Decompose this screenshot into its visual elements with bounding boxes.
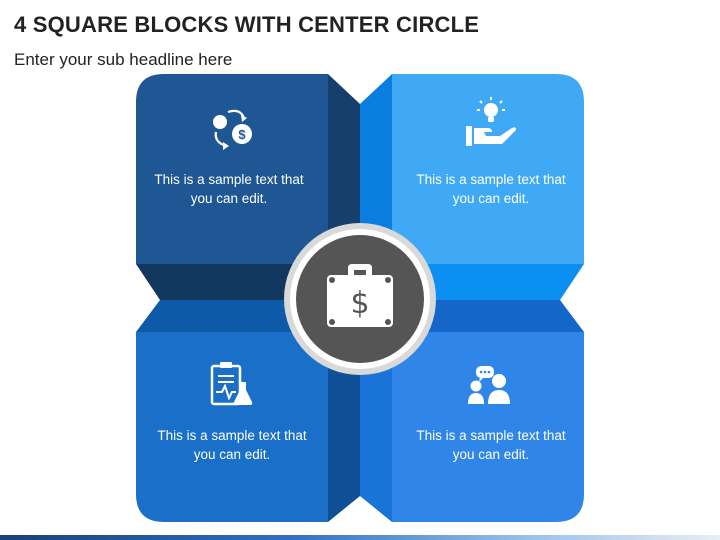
block-bottom-left-text: This is a sample text that you can edit. (157, 428, 307, 462)
clipboard-lab-icon (210, 362, 253, 406)
block-bottom-right-text: This is a sample text that you can edit. (416, 428, 566, 462)
block-top-right-text: This is a sample text that you can edit. (416, 172, 566, 206)
block-top-right (392, 74, 584, 264)
svg-text:$: $ (238, 127, 246, 142)
block-bottom-right (392, 332, 584, 522)
block-top-left (136, 74, 328, 264)
page-subtitle: Enter your sub headline here (14, 50, 233, 69)
block-bottom-left (136, 332, 328, 522)
people-chat-icon (468, 366, 510, 404)
briefcase-dollar-icon: $ (327, 264, 393, 327)
svg-text:$: $ (350, 286, 369, 321)
money-exchange-icon: $ (213, 109, 252, 150)
block-top-left-text: This is a sample text that you can edit. (154, 172, 304, 206)
page-title: 4 SQUARE BLOCKS WITH CENTER CIRCLE (14, 12, 480, 37)
bottom-accent-bar (0, 535, 720, 540)
idea-hand-icon (466, 97, 516, 146)
